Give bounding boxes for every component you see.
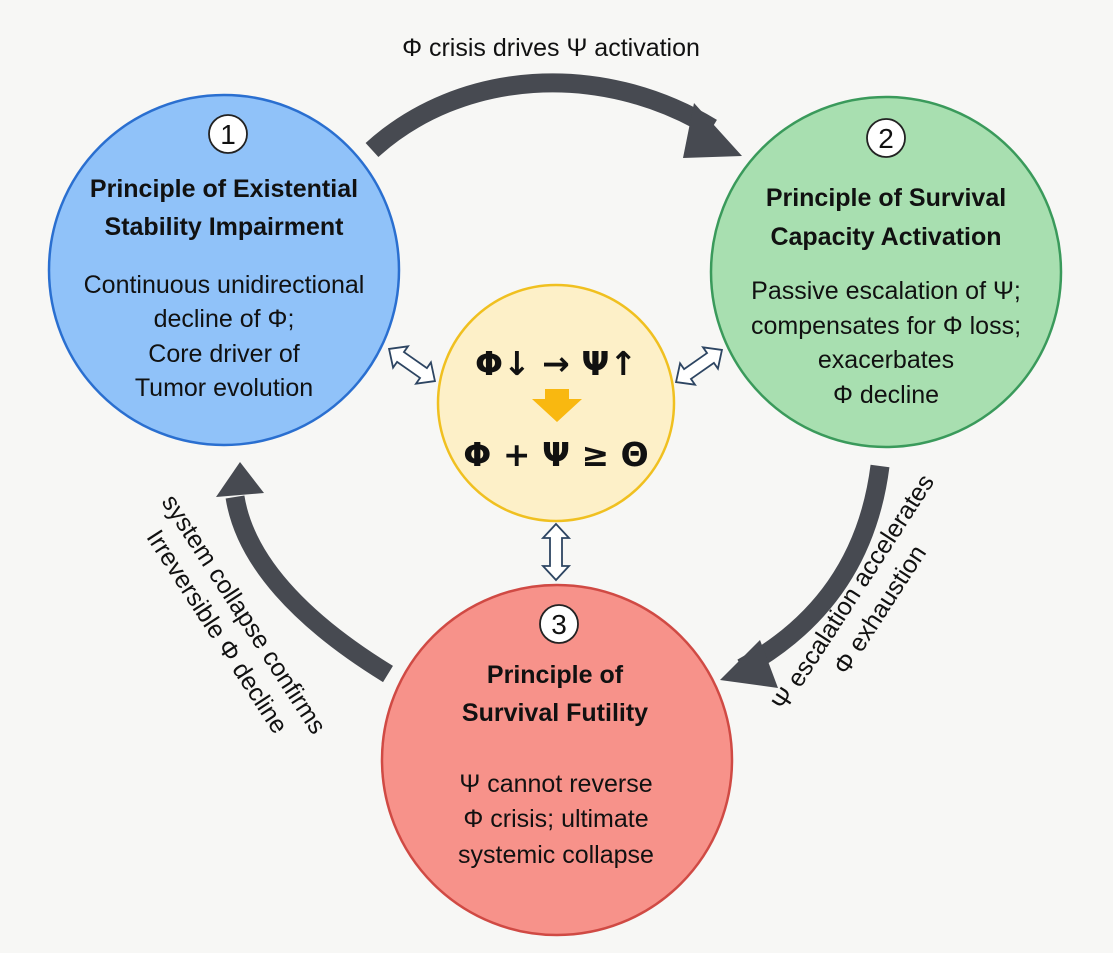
principle-3-circle bbox=[380, 583, 734, 937]
arrow-left-curved bbox=[216, 462, 393, 683]
principle-2-body-line4: Φ decline bbox=[833, 381, 939, 409]
arrow-right-curved bbox=[720, 464, 890, 688]
double-arrow-right bbox=[674, 346, 724, 386]
principle-1-body-line4: Tumor evolution bbox=[135, 374, 313, 402]
number-label-2: 2 bbox=[878, 123, 894, 154]
curved-arrow-icon bbox=[737, 464, 890, 677]
principle-1-body-line3: Core driver of bbox=[148, 340, 299, 368]
principle-2-title-line1: Principle of Survival bbox=[766, 184, 1006, 212]
double-headed-arrow-icon bbox=[540, 522, 572, 582]
curved-arrow-icon bbox=[225, 495, 393, 683]
number-badge-3 bbox=[539, 604, 579, 644]
double-headed-arrow-icon bbox=[387, 345, 437, 385]
principle-1-title-line1: Principle of Existential bbox=[90, 175, 358, 203]
principle-3-body-line3: systemic collapse bbox=[458, 841, 654, 869]
principle-1-body-line1: Continuous unidirectional bbox=[84, 271, 365, 299]
center-node: Φ↓ → Ψ↑ Φ + Ψ ≥ Θ bbox=[436, 283, 676, 523]
curved-arrow-icon bbox=[365, 73, 717, 158]
principle-1-node: 1 Principle of Existential Stability Imp… bbox=[47, 93, 401, 447]
arrow-head bbox=[683, 103, 742, 158]
principle-3-title-line2: Survival Futility bbox=[462, 699, 648, 727]
principle-3-node: 3 Principle of Survival Futility Ψ canno… bbox=[380, 583, 734, 937]
arrow-head bbox=[216, 462, 264, 497]
principle-2-title-line2: Capacity Activation bbox=[770, 223, 1001, 251]
down-arrow-icon bbox=[532, 389, 582, 422]
principle-1-body-line2: decline of Φ; bbox=[154, 305, 295, 333]
center-equation-bottom: Φ + Ψ ≥ Θ bbox=[463, 435, 648, 474]
principle-1-circle bbox=[47, 93, 401, 447]
number-label-3: 3 bbox=[551, 609, 567, 640]
number-badge-2 bbox=[866, 118, 906, 158]
left-arrow-label: system collapse confirms Irreversible Φ … bbox=[141, 490, 332, 739]
top-arrow-label: Φ crisis drives Ψ activation bbox=[402, 34, 700, 62]
principle-2-node: 2 Principle of Survival Capacity Activat… bbox=[709, 95, 1063, 449]
double-arrow-bottom bbox=[540, 522, 572, 582]
arrow-top-curved bbox=[365, 73, 742, 158]
center-equation-top: Φ↓ → Ψ↑ bbox=[475, 344, 637, 383]
number-label-1: 1 bbox=[220, 119, 236, 150]
principle-2-circle bbox=[709, 95, 1063, 449]
double-headed-arrow-icon bbox=[674, 346, 724, 386]
principle-3-body-line1: Ψ cannot reverse bbox=[459, 770, 652, 798]
number-badge-1 bbox=[208, 114, 248, 154]
principle-3-title-line1: Principle of bbox=[487, 661, 624, 689]
principle-2-body-line2: compensates for Φ loss; bbox=[751, 312, 1021, 340]
double-arrow-left bbox=[387, 345, 437, 385]
principle-3-body-line2: Φ crisis; ultimate bbox=[463, 805, 648, 833]
right-arrow-label-line1: Ψ escalation accelerates bbox=[767, 469, 940, 715]
principle-2-body-line3: exacerbates bbox=[818, 346, 954, 374]
principle-2-body-line1: Passive escalation of Ψ; bbox=[751, 277, 1021, 305]
arrow-head bbox=[720, 640, 778, 688]
principle-1-title-line2: Stability Impairment bbox=[105, 213, 345, 241]
